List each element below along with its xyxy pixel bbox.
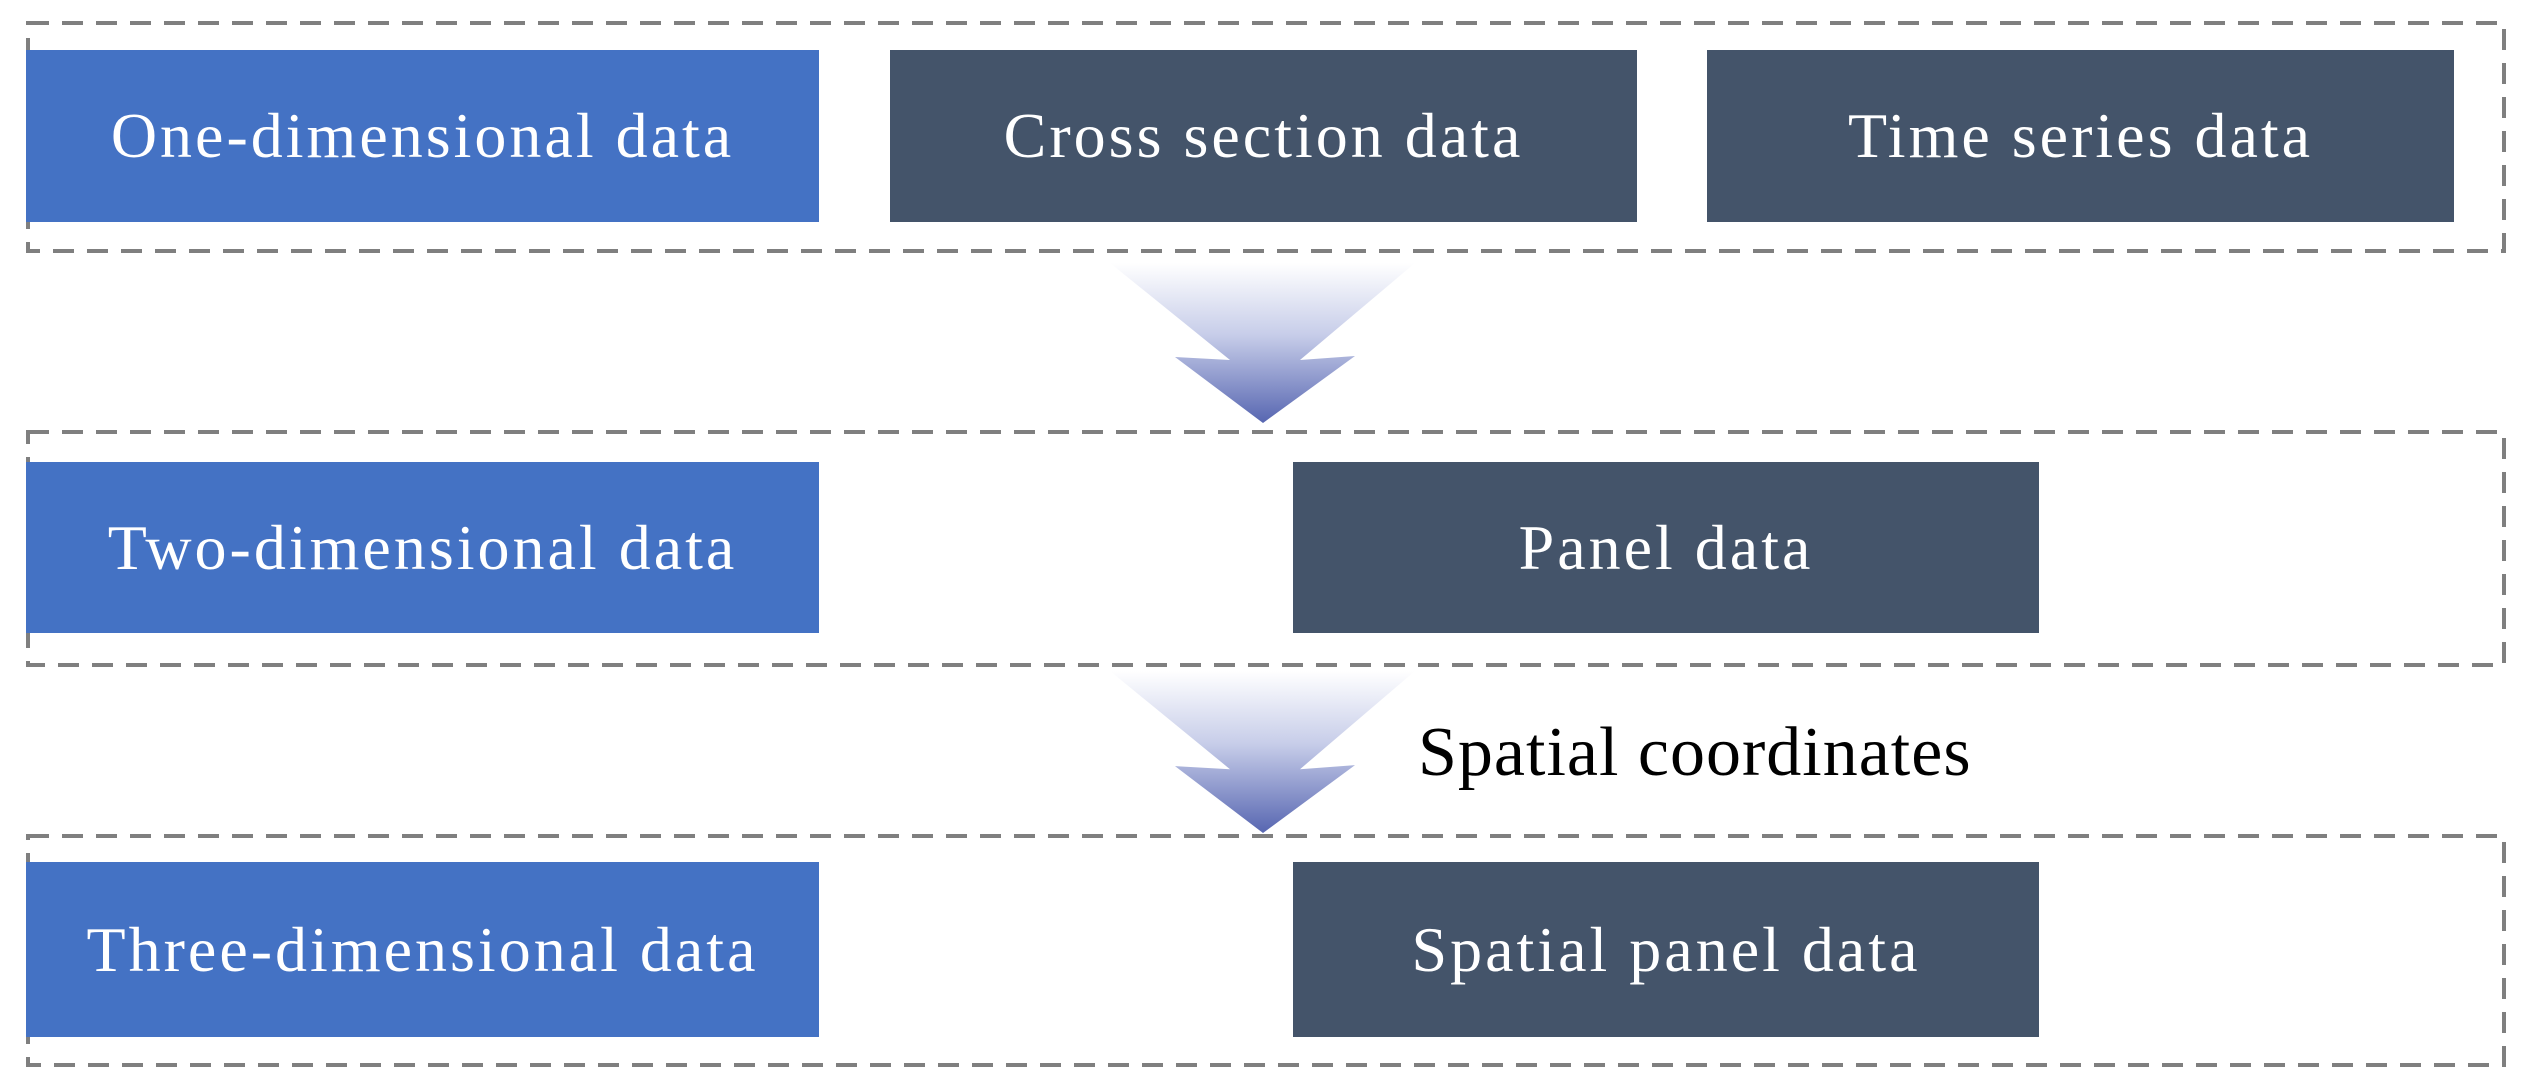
dimension-box-label: One-dimensional data (110, 100, 735, 171)
type-box-label: Cross section data (1003, 100, 1524, 171)
type-box-label: Time series data (1847, 100, 2314, 171)
dimension-box-one-dimensional: One-dimensional data (26, 50, 819, 222)
type-box-panel-data: Panel data (1293, 462, 2039, 633)
dashed-frame-row-1d (26, 21, 2506, 253)
dashed-frame-row-2d (26, 430, 2506, 667)
down-arrow-icon-1d-to-2d (1110, 263, 1415, 423)
dimension-box-label: Two-dimensional data (107, 511, 738, 583)
dimension-box-two-dimensional: Two-dimensional data (26, 462, 819, 633)
arrow-annotation-spatial-coordinates: Spatial coordinates (1418, 714, 1972, 791)
type-box-spatial-panel-data: Spatial panel data (1293, 862, 2039, 1037)
down-arrow-icon-2d-to-3d (1110, 671, 1415, 833)
type-box-time-series-data: Time series data (1707, 50, 2454, 222)
dashed-frame-row-3d (26, 834, 2506, 1067)
type-box-label: Spatial panel data (1411, 913, 1921, 985)
dimension-box-label: Three-dimensional data (86, 913, 759, 985)
type-box-label: Panel data (1518, 511, 1814, 583)
dimension-box-three-dimensional: Three-dimensional data (26, 862, 819, 1037)
type-box-cross-section-data: Cross section data (890, 50, 1637, 222)
